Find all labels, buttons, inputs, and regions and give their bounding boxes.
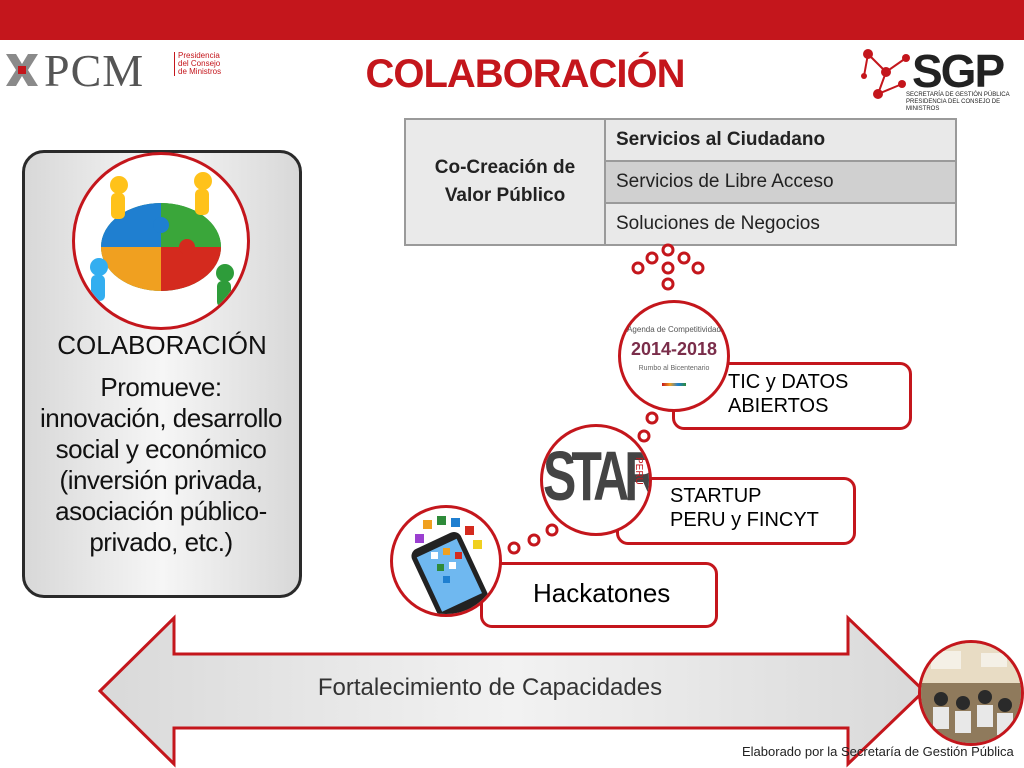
tic-label: TIC y DATOS ABIERTOS <box>728 370 848 418</box>
pcm-logo-text: PCM <box>44 45 145 96</box>
capacity-label: Fortalecimiento de Capacidades <box>317 674 663 701</box>
startup-label-line2: PERU y FINCYT <box>670 509 819 531</box>
startup-logo-word: STARTUP <box>543 436 649 516</box>
startup-step-box <box>616 477 856 545</box>
badge-color-strip <box>662 383 686 386</box>
cocreation-table: Co-Creación de Valor Público Servicios a… <box>404 118 957 246</box>
startup-label-line1: STARTUP <box>670 485 762 507</box>
collaboration-description: Promueve: innovación, desarrollo social … <box>40 372 282 557</box>
startup-logo-peru: PERU <box>633 457 644 485</box>
startup-logo-text: STARTUP <box>543 435 649 516</box>
sgp-network-icon <box>861 49 910 99</box>
startup-peru-badge: STARTUP PERU <box>540 424 652 536</box>
connector-dots <box>507 243 705 555</box>
sgp-logo-text: SGP <box>912 45 1005 97</box>
table-row: Soluciones de Negocios <box>405 202 957 246</box>
table-cell-servicios-ciudadano: Servicios al Ciudadano <box>604 118 957 162</box>
tic-label-line2: ABIERTOS <box>728 395 829 417</box>
table-row: Servicios de Libre Acceso <box>405 160 957 204</box>
badge-line-3: Rumbo al Bicentenario <box>638 365 710 372</box>
table-row: Co-Creación de Valor Público Servicios a… <box>404 118 957 246</box>
agenda-competitividad-badge: Agenda de Competitividad 2014-2018 Rumbo… <box>618 300 730 412</box>
footer-credit: Elaborado por la Secretaría de Gestión P… <box>742 744 1014 759</box>
sgp-subtitle-line1: SECRETARÍA DE GESTIÓN PÚBLICA <box>906 92 1010 98</box>
badge-line-2: 2014-2018 <box>630 339 718 359</box>
table-cell-libre-acceso: Servicios de Libre Acceso <box>604 160 957 204</box>
pcm-emblem-icon <box>6 54 38 86</box>
training-room-photo <box>918 640 1024 746</box>
sgp-subtitle-line2: PRESIDENCIA DEL CONSEJO DE MINISTROS <box>906 99 1001 112</box>
top-red-bar <box>0 0 1024 40</box>
cocreation-left-cell: Co-Creación de Valor Público <box>404 118 606 246</box>
pcm-logo-subtitle: Presidencia del Consejo de Ministros <box>174 52 224 76</box>
startup-label: STARTUP PERU y FINCYT <box>670 484 819 532</box>
smartphone-apps-icon <box>390 505 502 617</box>
sgp-logo-subtitle: SECRETARÍA DE GESTIÓN PÚBLICA PRESIDENCI… <box>906 92 1024 113</box>
tic-label-line1: TIC y DATOS <box>728 371 849 393</box>
table-cell-soluciones-negocios: Soluciones de Negocios <box>604 202 957 246</box>
badge-line-1: Agenda de Competitividad <box>627 325 721 334</box>
hackatones-label: Hackatones <box>533 578 671 608</box>
puzzle-people-icon <box>72 152 250 330</box>
collaboration-heading: COLABORACIÓN <box>57 330 267 360</box>
page-title: COLABORACIÓN <box>365 52 685 96</box>
